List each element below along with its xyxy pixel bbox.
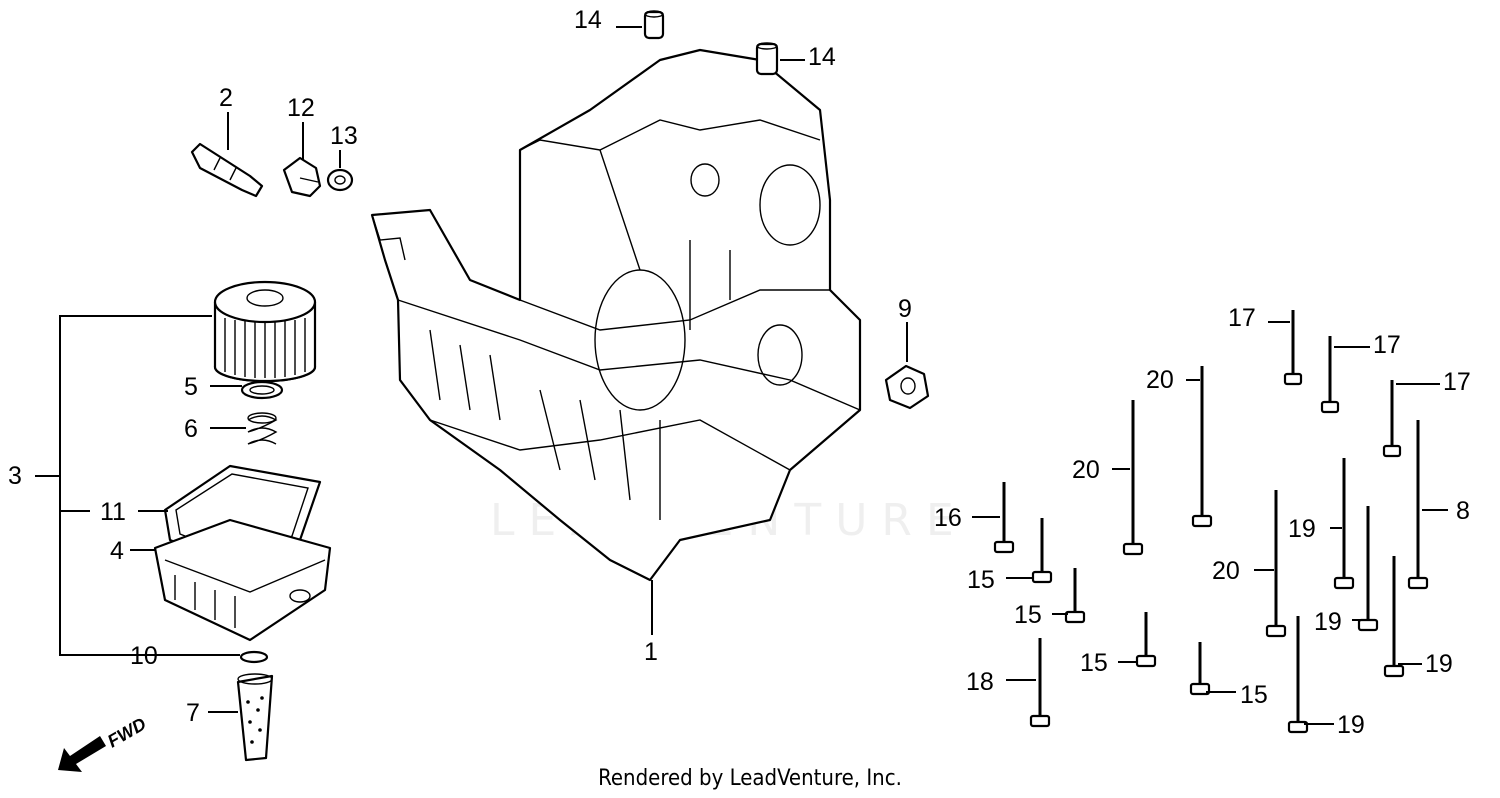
bolt-15d-drawing [1189, 642, 1211, 696]
oil-pressure-switch-drawing [190, 142, 264, 198]
spring-6-drawing [247, 412, 278, 445]
callout-5: 5 [184, 373, 198, 401]
crankcase-drawing [370, 48, 862, 582]
callout-9: 9 [898, 295, 912, 323]
callout-19b: 19 [1314, 608, 1342, 636]
callout-17c: 17 [1443, 368, 1471, 396]
callout-15d: 15 [1240, 681, 1268, 709]
callout-15b: 15 [1014, 601, 1042, 629]
fwd-arrow: FWD [58, 714, 149, 772]
callout-19d: 19 [1337, 711, 1365, 739]
callout-1: 1 [644, 638, 658, 666]
bolt-15c-drawing [1135, 612, 1157, 668]
dowel-pin-14a-drawing [643, 10, 665, 40]
callout-3: 3 [8, 462, 22, 490]
bolt-19d-drawing [1287, 616, 1309, 734]
callout-17b: 17 [1373, 331, 1401, 359]
callout-10: 10 [130, 642, 158, 670]
callout-17a: 17 [1228, 304, 1256, 332]
bolt-15b-drawing [1064, 568, 1086, 624]
callout-15a: 15 [967, 566, 995, 594]
bolt-12-drawing [282, 156, 322, 198]
callout-12: 12 [287, 94, 315, 122]
callout-14b: 14 [808, 43, 836, 71]
callout-15c: 15 [1080, 649, 1108, 677]
bolt-17b-drawing [1320, 336, 1340, 414]
fwd-label: FWD [104, 714, 149, 752]
callout-4: 4 [110, 537, 124, 565]
o-ring-5-drawing [240, 380, 284, 400]
callout-19a: 19 [1288, 515, 1316, 543]
bolt-15a-drawing [1031, 518, 1053, 584]
bolt-20a-drawing [1191, 366, 1213, 528]
bolt-19a-drawing [1333, 458, 1355, 590]
oil-strainer-7-drawing [236, 673, 274, 762]
callout-2: 2 [219, 84, 233, 112]
callout-16: 16 [934, 504, 962, 532]
bolt-17a-drawing [1283, 310, 1303, 386]
footer-credit: Rendered by LeadVenture, Inc. [598, 766, 902, 791]
bolt-19c-drawing [1383, 556, 1405, 678]
oil-filter-cover-4-drawing [153, 518, 332, 642]
bolt-17c-drawing [1382, 380, 1402, 458]
rubber-mount-9-drawing [884, 364, 930, 410]
callout-labels: 1 2 3 4 5 6 7 8 9 10 11 12 13 14 14 15 1… [8, 6, 1471, 739]
bolt-8-drawing [1407, 420, 1429, 590]
bolt-16-drawing [993, 482, 1015, 554]
leader-lines [35, 26, 1448, 725]
dowel-pin-14b-drawing [755, 42, 779, 76]
callout-11: 11 [100, 498, 126, 526]
callout-19c: 19 [1425, 650, 1453, 678]
callout-7: 7 [186, 699, 200, 727]
callout-20b: 20 [1072, 456, 1100, 484]
callout-13: 13 [330, 122, 358, 150]
bolt-18-drawing [1029, 638, 1051, 728]
callout-14a: 14 [574, 6, 602, 34]
callout-18: 18 [966, 668, 994, 696]
callout-20a: 20 [1146, 366, 1174, 394]
bolt-20b-drawing [1122, 400, 1144, 556]
oil-filter-element-drawing [213, 280, 317, 383]
callout-6: 6 [184, 415, 198, 443]
o-ring-10-drawing [239, 650, 269, 664]
callout-20c: 20 [1212, 557, 1240, 585]
bolt-19b-drawing [1357, 506, 1379, 632]
bolt-20c-drawing [1265, 490, 1287, 638]
callout-8: 8 [1456, 497, 1470, 525]
washer-13-drawing [326, 168, 354, 192]
